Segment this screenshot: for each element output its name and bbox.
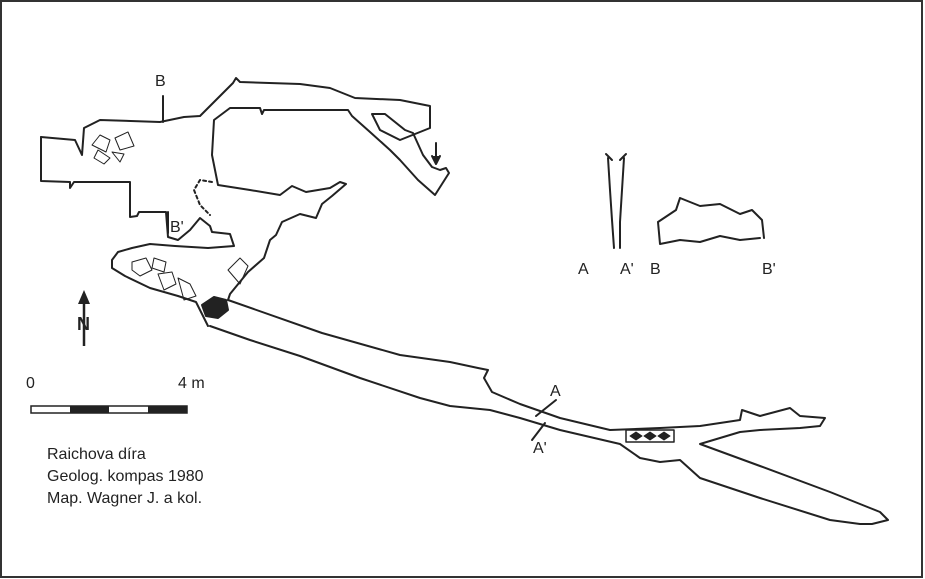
profile-b-section — [657, 197, 765, 245]
legend-cave-name: Raichova díra — [47, 446, 146, 463]
legend-mapped-by: Map. Wagner J. a kol. — [47, 490, 203, 507]
upper-chamber-wall — [40, 136, 235, 327]
label-a-top: A — [550, 383, 561, 400]
profile-label-b-prime: B' — [762, 261, 776, 278]
north-arrow: N — [77, 290, 90, 346]
profile-a-section — [605, 153, 627, 249]
rubble-lower — [131, 257, 249, 301]
label-b-top: B — [155, 73, 166, 90]
label-a-prime: A' — [533, 440, 547, 457]
inner-loop-dashed — [193, 179, 213, 216]
profile-label-b: B — [650, 261, 661, 278]
rubble-upper — [91, 131, 135, 165]
sinter-symbols — [629, 431, 671, 441]
upper-chamber-top — [40, 77, 450, 301]
scale-end-label: 4 m — [178, 375, 205, 392]
label-b-prime: B' — [170, 219, 184, 236]
profile-label-a: A — [578, 261, 589, 278]
legend-survey: Geolog. kompas 1980 — [47, 468, 204, 485]
collapse-symbol — [201, 296, 229, 319]
cave-plan — [40, 77, 889, 525]
sinter-zone — [625, 429, 675, 443]
a-section-line-bottom — [531, 422, 546, 441]
slope-arrow-head — [431, 155, 441, 165]
main-passage-top-wall — [209, 299, 889, 525]
scale-start-label: 0 — [26, 375, 35, 392]
north-label: N — [77, 314, 90, 334]
profile-label-a-prime: A' — [620, 261, 634, 278]
a-section-line-top — [535, 399, 557, 417]
scale-bar: 0 4 m — [26, 375, 205, 414]
